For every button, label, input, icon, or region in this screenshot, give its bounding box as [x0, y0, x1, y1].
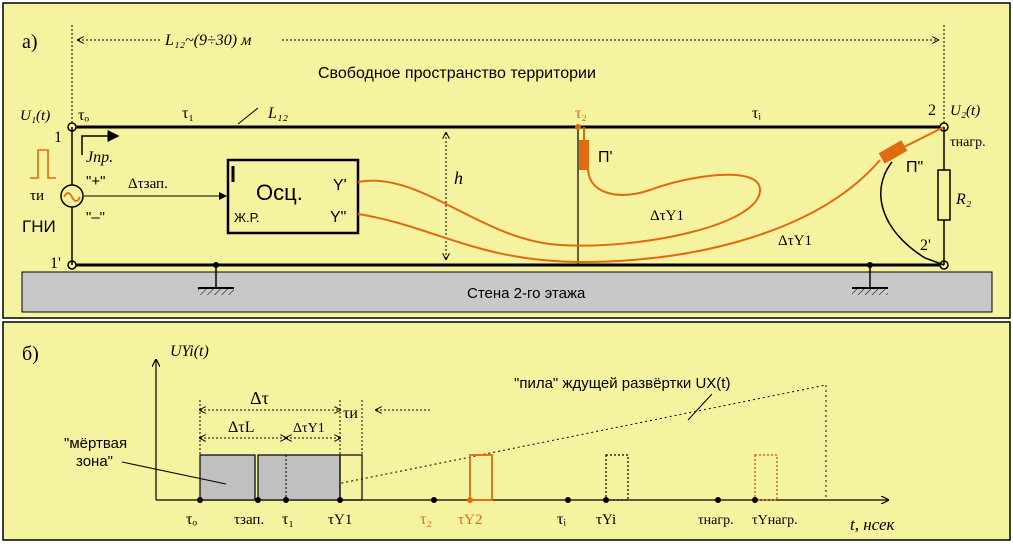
tau-pulse-width-label: τи	[343, 405, 358, 422]
dead-zone-label-2: зона"	[76, 453, 113, 470]
cable-y2-label: ΔτY1	[778, 233, 812, 249]
tick-label-tau-delay: τзап.	[234, 512, 264, 528]
load-resistor-icon	[937, 169, 951, 221]
plus-label: "+"	[86, 173, 105, 190]
current-label: Jпр.	[86, 149, 113, 166]
dt-label: Δτ	[250, 388, 269, 408]
tick-dot-tau-delay	[255, 497, 261, 503]
panel-a-frame	[2, 2, 1011, 319]
wall-label: Стена 2-го этажа	[467, 285, 586, 302]
tau-pulse-label: τи	[30, 188, 44, 204]
node-1-label: 1	[54, 129, 62, 146]
tick-label-tau-y2: τY2	[458, 512, 482, 528]
node-2p-label: 2'	[920, 237, 931, 254]
y2-input-label: Y"	[330, 209, 346, 226]
tick-label-tau-yi: τYi	[596, 512, 616, 528]
reflection-block	[257, 454, 341, 501]
pulse-icon	[30, 149, 56, 179]
cable-y1-label: ΔτY1	[650, 208, 684, 224]
dead-zone-block	[199, 454, 256, 501]
sine-icon	[63, 192, 81, 202]
sweep-leader	[687, 393, 713, 421]
probe-2-body	[878, 140, 908, 164]
node-2-label: 2	[928, 102, 936, 119]
tick-label-tau-yload: τYнагр.	[752, 513, 798, 528]
tau-1-label: τ₁	[182, 105, 194, 122]
tick-dot-tau-y1	[337, 497, 343, 503]
tick-dot-tau-y2	[467, 497, 473, 503]
l12-label: L₁₂	[267, 105, 288, 122]
panel-b: б) UYi(t) t, нсек "пила" ждущей развёртк…	[2, 321, 1011, 541]
tick-label-tau-i: τᵢ	[557, 511, 566, 528]
oscilloscope-sub-label: Ж.Р.	[234, 210, 259, 225]
node-1p-label: 1'	[50, 255, 61, 272]
tick-label-tau-y1: τY1	[328, 512, 352, 528]
tick-label-tau-load: τнагр.	[698, 513, 734, 528]
current-arrow-icon	[81, 130, 120, 155]
cable-y2	[357, 159, 881, 264]
panel-b-label: б)	[22, 343, 39, 365]
pulse-tauyi	[605, 454, 629, 501]
u2-label: U₂(t)	[950, 103, 980, 119]
panel-a-label: а)	[22, 31, 38, 53]
l12-leader	[237, 107, 259, 125]
tick-label-tau-1: τ₁	[282, 511, 294, 528]
probe-1-label: П'	[598, 149, 613, 166]
wall	[21, 271, 993, 313]
tau-2-label: τ₂	[575, 105, 587, 122]
panel-a: а) L₁₂~(9÷30) м Свободное пространство т…	[2, 2, 1011, 319]
tick-label-tau-o: τₒ	[186, 511, 197, 528]
title-label: Свободное пространство территории	[318, 65, 596, 82]
load-resistor-label: R₂	[955, 191, 972, 208]
pulse-tau-load	[754, 454, 778, 501]
tick-dot-tau-i	[565, 497, 571, 503]
sweep-label: "пила" ждущей развёртки UX(t)	[514, 375, 730, 392]
oscilloscope-box	[226, 158, 360, 235]
delay-label: Δτзап.	[128, 176, 168, 192]
x-axis-label: t, нсек	[850, 515, 896, 534]
y1-input-label: Y'	[333, 177, 347, 194]
dead-zone-label-1: "мёртвая	[64, 435, 127, 452]
tick-label-tau-2: τ₂	[420, 511, 432, 528]
cable-y1	[357, 169, 762, 247]
pulse-width-block	[339, 454, 363, 501]
tick-dot-tau-yi	[603, 497, 609, 503]
dtl-label: ΔτL	[228, 419, 255, 436]
tau-load-label: τнагр.	[950, 135, 986, 150]
tick-dot-tau-yload	[752, 497, 758, 503]
tick-dot-tau-load	[715, 497, 721, 503]
tick-dot-tau-2	[431, 497, 437, 503]
generator-label: ГНИ	[22, 217, 56, 236]
oscilloscope-label: Осц.	[256, 180, 303, 205]
tau-i-label: τᵢ	[752, 105, 761, 122]
length-label-bg	[160, 28, 280, 50]
panel-b-frame	[2, 321, 1011, 541]
tau-o-label: τₒ	[78, 107, 89, 124]
tick-dot-tau-1	[283, 497, 289, 503]
probe-1-contact	[575, 124, 581, 130]
probe-2-label: П"	[906, 159, 923, 176]
height-label: h	[454, 168, 463, 188]
dead-zone-leader	[121, 461, 227, 485]
minus-label: "–"	[86, 209, 105, 226]
ground-right-icon	[852, 262, 888, 295]
probe-2-tip	[901, 126, 945, 149]
y-axis-label: UYi(t)	[170, 343, 209, 360]
sweep-line	[257, 384, 827, 501]
u1-label: U₁(t)	[20, 108, 50, 124]
tick-dot-tau-o	[197, 497, 203, 503]
dty1-label: ΔτY1	[293, 421, 325, 436]
ground-left-icon	[198, 262, 234, 295]
probe-1-body	[579, 140, 589, 170]
pulse-tau2	[469, 454, 493, 501]
length-label: L₁₂~(9÷30) м	[164, 32, 251, 49]
probe-2-ground-wire	[880, 161, 945, 266]
